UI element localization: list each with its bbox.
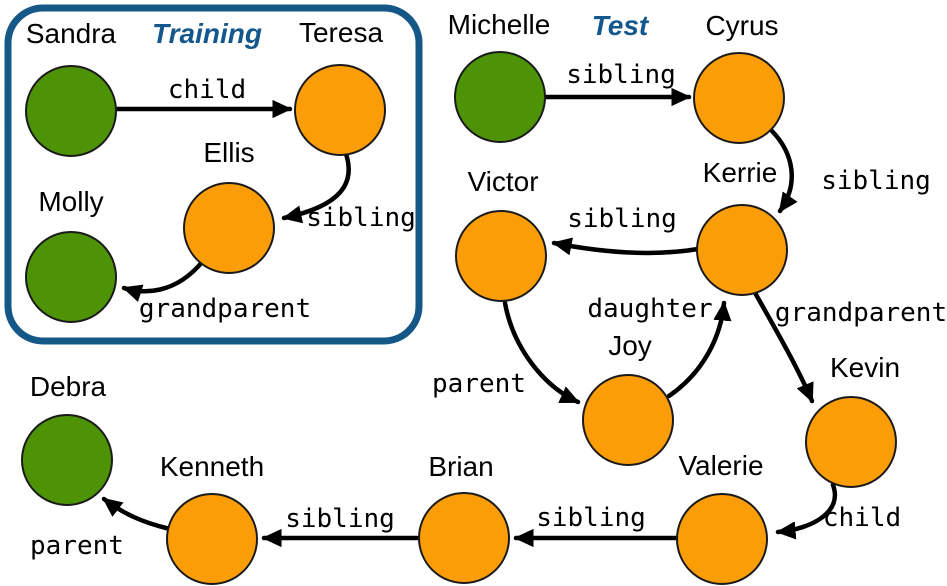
node-debra bbox=[21, 414, 113, 506]
node-kenneth-label: Kenneth bbox=[160, 451, 264, 482]
node-debra-label: Debra bbox=[30, 371, 107, 402]
node-kenneth bbox=[166, 493, 258, 585]
node-joy-label: Joy bbox=[608, 330, 652, 361]
section-title-training: Training bbox=[152, 18, 262, 49]
edge-joy-kerrie-arrow bbox=[666, 300, 732, 399]
node-brian bbox=[418, 492, 510, 584]
node-sandra-label: Sandra bbox=[26, 18, 117, 49]
edge-kerrie-victor-arrow bbox=[551, 237, 701, 256]
node-ellis-label: Ellis bbox=[203, 137, 254, 168]
edge-kevin-valerie-label: child bbox=[823, 503, 901, 533]
node-teresa bbox=[294, 64, 386, 156]
edge-kenneth-debra-label: parent bbox=[30, 531, 124, 561]
edge-kerrie-kevin-label: grandparent bbox=[775, 298, 947, 328]
edge-cyrus-kerrie-arrow bbox=[769, 128, 798, 214]
edge-ellis-molly-arrow bbox=[121, 258, 206, 302]
node-molly-label: Molly bbox=[38, 186, 103, 217]
node-molly bbox=[25, 231, 117, 323]
edge-sandra-teresa-label: child bbox=[168, 75, 246, 105]
edge-kevin-valerie-arrow bbox=[775, 482, 838, 540]
node-victor bbox=[455, 210, 547, 302]
node-sandra bbox=[25, 65, 117, 157]
node-michelle-label: Michelle bbox=[448, 9, 551, 40]
node-cyrus-label: Cyrus bbox=[705, 10, 778, 41]
edge-teresa-ellis-arrow bbox=[281, 148, 351, 224]
node-kevin bbox=[805, 396, 897, 488]
edge-kenneth-debra-arrow bbox=[101, 496, 173, 532]
edge-victor-joy-label: parent bbox=[432, 369, 526, 399]
node-joy bbox=[582, 374, 674, 466]
edge-ellis-molly-label: grandparent bbox=[139, 294, 311, 324]
node-valerie bbox=[676, 493, 768, 585]
edge-valerie-brian-label: sibling bbox=[536, 503, 646, 533]
node-teresa-label: Teresa bbox=[299, 17, 383, 48]
node-kevin-label: Kevin bbox=[830, 352, 900, 383]
node-cyrus bbox=[693, 52, 785, 144]
node-brian-label: Brian bbox=[428, 451, 493, 482]
node-victor-label: Victor bbox=[467, 166, 538, 197]
edge-kerrie-victor-label: sibling bbox=[567, 204, 677, 234]
edge-teresa-ellis-label: sibling bbox=[306, 203, 416, 233]
edge-kerrie-kevin-arrow bbox=[751, 288, 815, 404]
edge-cyrus-kerrie-label: sibling bbox=[821, 166, 931, 196]
node-valerie-label: Valerie bbox=[678, 450, 763, 481]
edge-brian-kenneth-label: sibling bbox=[285, 504, 395, 534]
node-kerrie bbox=[696, 204, 788, 296]
training-box bbox=[4, 4, 423, 345]
edge-joy-kerrie-label: daughter bbox=[587, 294, 712, 324]
edge-victor-joy-arrow bbox=[502, 300, 581, 405]
section-title-test: Test bbox=[592, 10, 650, 41]
node-michelle bbox=[454, 51, 546, 143]
node-kerrie-label: Kerrie bbox=[703, 157, 778, 188]
edge-michelle-cyrus-label: sibling bbox=[566, 60, 676, 90]
node-ellis bbox=[183, 182, 275, 274]
